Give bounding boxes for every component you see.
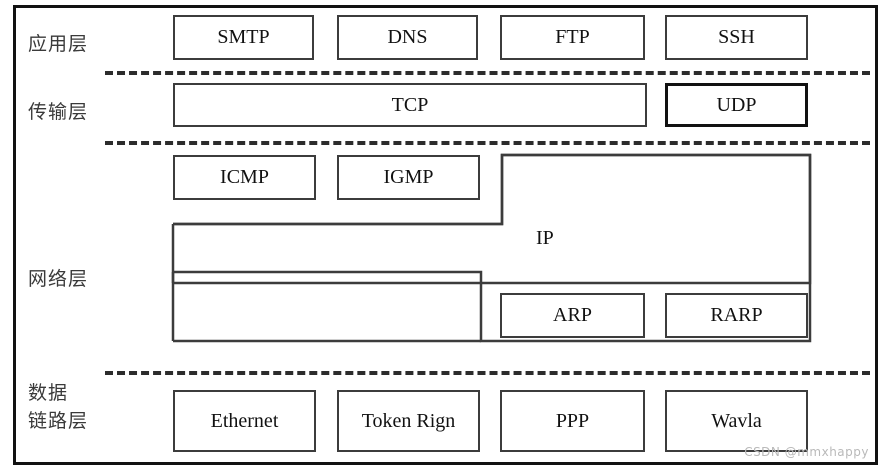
layer-label-transport: 传输层 [28, 101, 89, 123]
protocol-box-token-ring[interactable]: Token Rign [337, 390, 480, 452]
protocol-box-udp[interactable]: UDP [665, 83, 808, 127]
protocol-box-wavla[interactable]: Wavla [665, 390, 808, 452]
protocol-box-ethernet[interactable]: Ethernet [173, 390, 316, 452]
separator-transport-network [105, 141, 870, 145]
layer-label-network: 网络层 [28, 268, 89, 290]
diagram-frame: 应用层 传输层 网络层 数据 链路层 SMTP DNS FTP SSH TCP … [13, 5, 878, 465]
protocol-box-ssh[interactable]: SSH [665, 15, 808, 60]
protocol-box-icmp[interactable]: ICMP [173, 155, 316, 200]
ip-label: IP [536, 227, 554, 249]
protocol-box-ftp[interactable]: FTP [500, 15, 645, 60]
protocol-box-igmp[interactable]: IGMP [337, 155, 480, 200]
protocol-box-smtp[interactable]: SMTP [173, 15, 314, 60]
separator-network-datalink [105, 371, 870, 375]
protocol-box-rarp[interactable]: RARP [665, 293, 808, 338]
protocol-box-dns[interactable]: DNS [337, 15, 478, 60]
separator-application-transport [105, 71, 870, 75]
layer-label-application: 应用层 [28, 33, 89, 55]
protocol-box-arp[interactable]: ARP [500, 293, 645, 338]
layer-label-datalink: 数据 链路层 [28, 382, 89, 432]
protocol-box-ppp[interactable]: PPP [500, 390, 645, 452]
watermark: CSDN @mmxhappy [744, 445, 869, 459]
protocol-box-tcp[interactable]: TCP [173, 83, 647, 127]
